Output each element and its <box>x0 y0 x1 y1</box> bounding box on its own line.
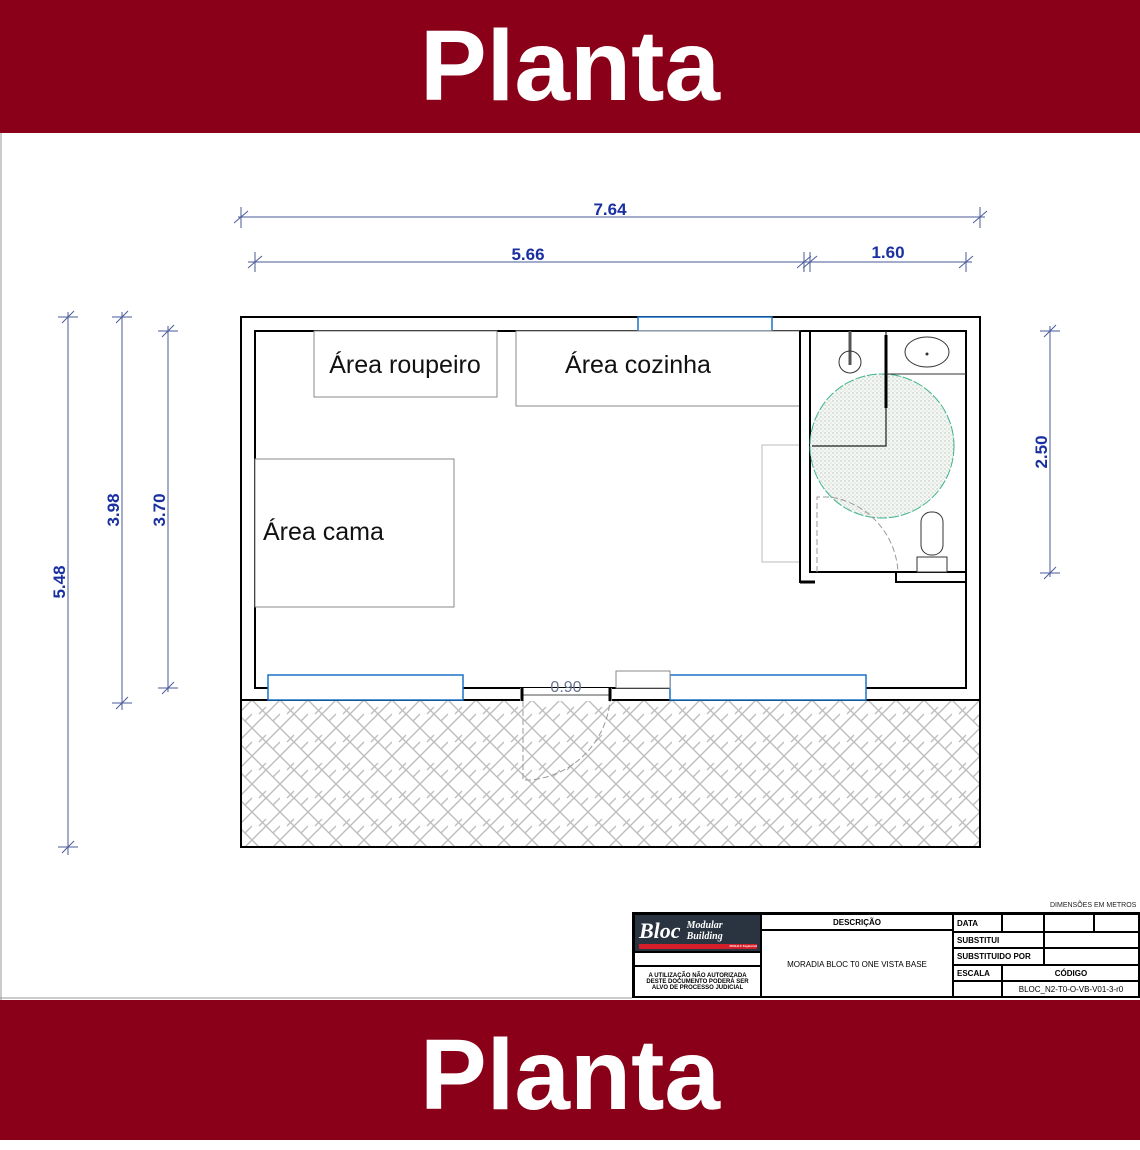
deck-area <box>240 699 981 848</box>
description-label: DESCRIÇÃO <box>761 914 953 930</box>
drawing-code: BLOC_N2-T0-O-VB-V01-3-r0 <box>1002 981 1140 998</box>
footer-banner: Planta <box>0 1000 1140 1140</box>
warning-text: A UTILIZAÇÃO NÃO AUTORIZADA DESTE DOCUME… <box>634 966 761 998</box>
kitchen-area <box>515 330 801 407</box>
label-wardrobe: Área roupeiro <box>329 350 480 379</box>
floor-plan: 7.64 5.66 1.60 5.48 3.98 3.70 2.50 0.90 … <box>0 133 1060 1000</box>
window-bottom-right <box>669 674 867 701</box>
footer-title: Planta <box>419 1019 721 1131</box>
dim-bath-depth: 2.50 <box>1032 435 1051 468</box>
dim-interior-depth-outer: 3.98 <box>104 493 123 526</box>
wardrobe-area <box>313 330 498 398</box>
toilet-icon <box>920 511 944 556</box>
door-width-label: 0.90 <box>550 679 581 696</box>
label-kitchen: Área cozinha <box>565 350 711 379</box>
step <box>615 670 671 689</box>
window-bottom-left <box>267 674 464 701</box>
description: MORADIA BLOC T0 ONE VISTA BASE <box>761 930 953 998</box>
bathroom <box>799 331 967 584</box>
units-note: DIMENSÕES EM METROS <box>1050 902 1137 909</box>
replaced-by-label: SUBSTITUIDO POR <box>953 948 1044 965</box>
counter <box>761 444 801 563</box>
dim-main-width: 5.66 <box>511 245 544 264</box>
shower-drain-icon <box>838 350 862 374</box>
scale-label: ESCALA <box>953 965 1002 981</box>
entry-door-swing <box>522 700 611 781</box>
dim-bath-width: 1.60 <box>871 243 904 262</box>
replaces-label: SUBSTITUI <box>953 932 1044 948</box>
washbasin-icon <box>904 336 950 368</box>
dim-total-width: 7.64 <box>593 200 627 219</box>
date-label: DATA <box>953 914 1002 932</box>
dim-total-depth: 5.48 <box>50 565 69 598</box>
header-banner: Planta <box>0 0 1140 133</box>
header-title: Planta <box>419 10 721 122</box>
window-top <box>637 316 773 332</box>
bed-area <box>254 458 455 608</box>
windows <box>267 316 867 701</box>
dim-interior-depth: 3.70 <box>150 493 169 526</box>
bathroom-door-swing <box>816 496 899 573</box>
code-label: CÓDIGO <box>1002 965 1140 981</box>
label-bed: Área cama <box>263 517 384 546</box>
dimension-lines <box>58 207 1060 855</box>
